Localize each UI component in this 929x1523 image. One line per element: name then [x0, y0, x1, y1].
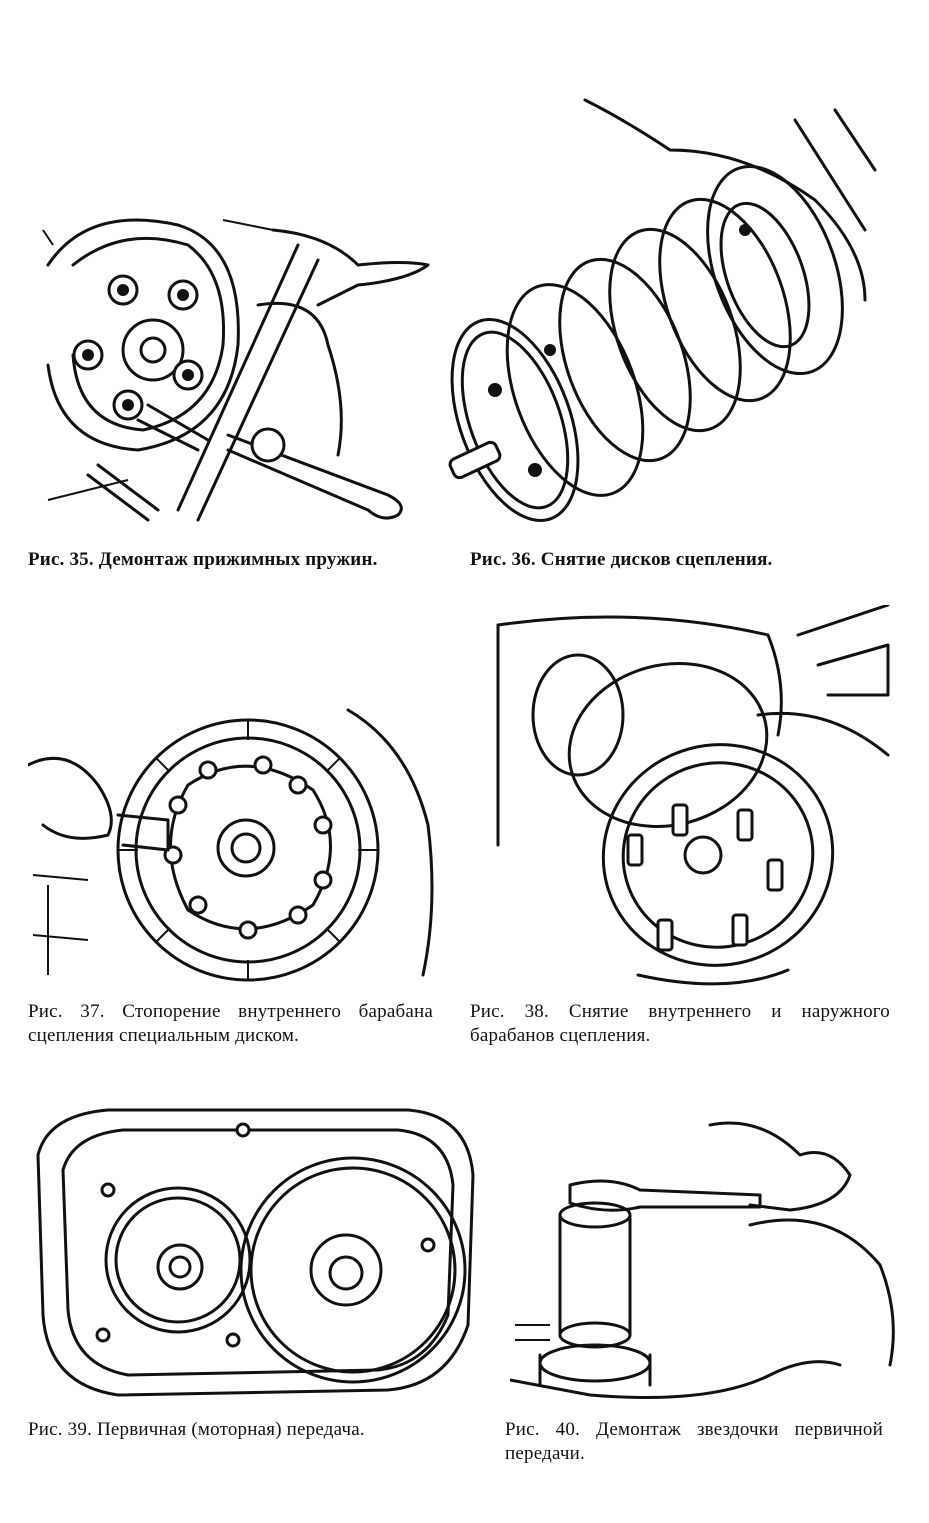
inner-drum-locking-drawing	[28, 708, 434, 982]
figure-37-caption: Рис. 37. Стопорение внутреннего барабана…	[28, 1001, 433, 1046]
figure-37-illustration	[28, 705, 448, 985]
primary-drive-drawing	[36, 1108, 475, 1397]
figure-39-illustration	[28, 1095, 488, 1405]
figure-35-caption: Рис. 35. Демонтаж прижимных пружин.	[28, 549, 378, 570]
figure-38-caption: Рис. 38. Снятие внутреннего и наружного …	[470, 1001, 890, 1046]
figure-39-caption: Рис. 39. Первичная (моторная) передача.	[28, 1419, 365, 1440]
figure-35-illustration	[28, 205, 443, 535]
figure-40-illustration	[510, 1115, 900, 1405]
sprocket-removal-drawing	[510, 1121, 895, 1399]
figure-36-caption: Рис. 36. Снятие дисков сцепления.	[470, 549, 773, 570]
figure-36-illustration	[445, 90, 885, 530]
clutch-discs-removal-drawing	[448, 98, 877, 522]
figure-38-illustration	[488, 605, 893, 990]
drums-removal-drawing	[496, 605, 890, 986]
clutch-spring-removal-drawing	[42, 218, 430, 522]
figure-40-caption: Рис. 40. Демонтаж звездочки первичной пе…	[505, 1419, 883, 1464]
